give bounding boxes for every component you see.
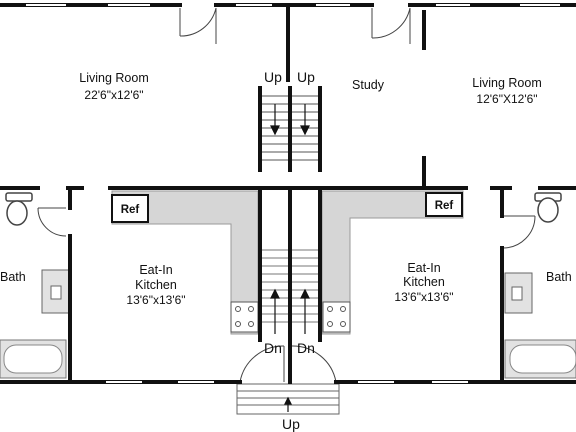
kitchen-right-dims: 13'6"x13'6" bbox=[394, 290, 453, 304]
kitchen-left-name-line1: Eat-In bbox=[139, 263, 172, 277]
stove-icon bbox=[230, 301, 259, 333]
door-swing-icon bbox=[502, 215, 536, 249]
stair-arrow-icon bbox=[300, 104, 310, 136]
sink-icon bbox=[41, 269, 71, 314]
stair-up-left bbox=[262, 95, 288, 161]
stair-down-right-label: Dn bbox=[297, 340, 315, 356]
door-swing-icon bbox=[371, 7, 411, 44]
ref-box-right bbox=[425, 192, 463, 217]
door-swing-icon bbox=[239, 345, 285, 383]
windows bbox=[26, 4, 560, 383]
toilet-icon bbox=[534, 192, 562, 223]
ref-label-left: Ref bbox=[121, 204, 140, 216]
stair-arrow-icon bbox=[270, 104, 280, 136]
ref-box-left bbox=[111, 194, 149, 223]
study-name: Study bbox=[352, 78, 385, 92]
bath-right-name: Bath bbox=[546, 270, 572, 284]
stair-arrow-icon bbox=[284, 396, 292, 412]
kitchen-left-dims: 13'6"x13'6" bbox=[126, 293, 185, 307]
bathtub-icon bbox=[0, 339, 67, 379]
ref-label-right: Ref bbox=[435, 200, 454, 212]
living-room-left-name: Living Room bbox=[79, 71, 148, 85]
kitchen-right-name-line1: Eat-In bbox=[407, 261, 440, 275]
bathtub-icon bbox=[504, 339, 576, 379]
stair-down-left-label: Dn bbox=[264, 340, 282, 356]
stair-arrow-icon bbox=[270, 288, 280, 334]
stair-arrow-icon bbox=[300, 288, 310, 334]
living-room-left-dims: 22'6"x12'6" bbox=[84, 88, 143, 102]
living-room-right-name: Living Room bbox=[472, 76, 541, 90]
stair-up-right-label: Up bbox=[297, 69, 315, 85]
entry-up-label: Up bbox=[282, 416, 300, 432]
walls bbox=[0, 3, 576, 384]
door-swing-icon bbox=[37, 207, 67, 237]
door-swing-icon bbox=[179, 7, 217, 44]
kitchen-right-name-line2: Kitchen bbox=[403, 275, 445, 289]
stove-icon bbox=[322, 301, 351, 333]
kitchen-left-name-line2: Kitchen bbox=[135, 278, 177, 292]
door-swing-icon bbox=[291, 345, 337, 383]
living-room-right-dims: 12'6"X12'6" bbox=[476, 92, 537, 106]
sink-icon bbox=[504, 272, 533, 314]
bath-left-name: Bath bbox=[0, 270, 26, 284]
toilet-icon bbox=[5, 192, 33, 226]
stair-up-left-label: Up bbox=[264, 69, 282, 85]
